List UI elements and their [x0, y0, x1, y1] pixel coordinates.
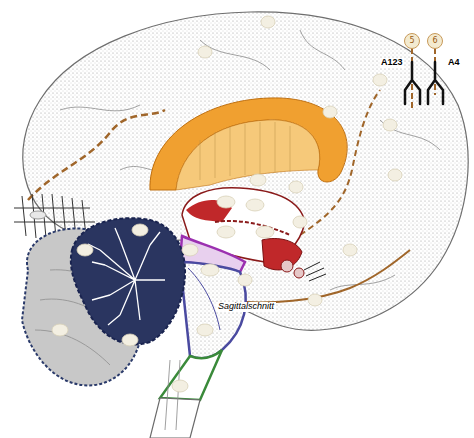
- callout-number: 6: [432, 37, 437, 45]
- area-label: A4: [447, 58, 461, 68]
- callout-circle: 6: [427, 33, 443, 49]
- caption: Sagittalschnitt: [216, 302, 276, 312]
- area-label: A123: [380, 58, 404, 68]
- callout-circle: 5: [404, 33, 420, 49]
- callout-number: 5: [409, 37, 414, 45]
